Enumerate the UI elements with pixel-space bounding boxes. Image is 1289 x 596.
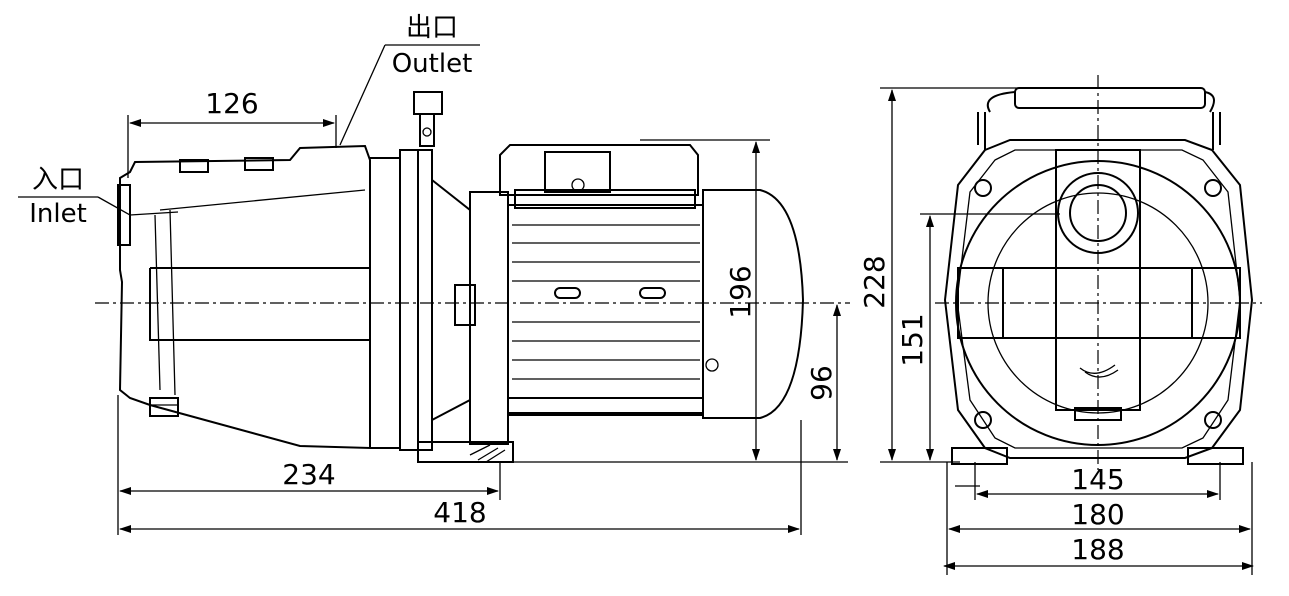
outlet-label-cn: 出口 [406,13,458,43]
inlet-label-cn: 入口 [32,165,84,195]
motor-body [499,144,805,419]
dim-228-label: 228 [858,255,891,308]
dim-151-label: 151 [896,313,929,366]
dim-180-label: 180 [1071,498,1124,531]
dim-96-label: 96 [805,365,838,401]
front-view: 228 151 145 180 188 [858,75,1262,575]
outlet-label-en: Outlet [392,49,473,79]
dim-196-label: 196 [724,265,757,318]
carry-handle [977,87,1221,150]
dim-188-label: 188 [1071,533,1124,566]
inlet-label-en: Inlet [29,199,87,229]
priming-plug [413,91,443,147]
dim-145-label: 145 [1071,463,1124,496]
pump-casing [117,144,433,451]
motor-bracket [417,177,514,463]
dim-418-label: 418 [433,496,486,529]
side-view: 126 234 418 196 96 出口 Outlet 入口 Inlet [18,13,850,535]
dim-126-label: 126 [205,87,258,120]
dim-234-label: 234 [282,458,335,491]
